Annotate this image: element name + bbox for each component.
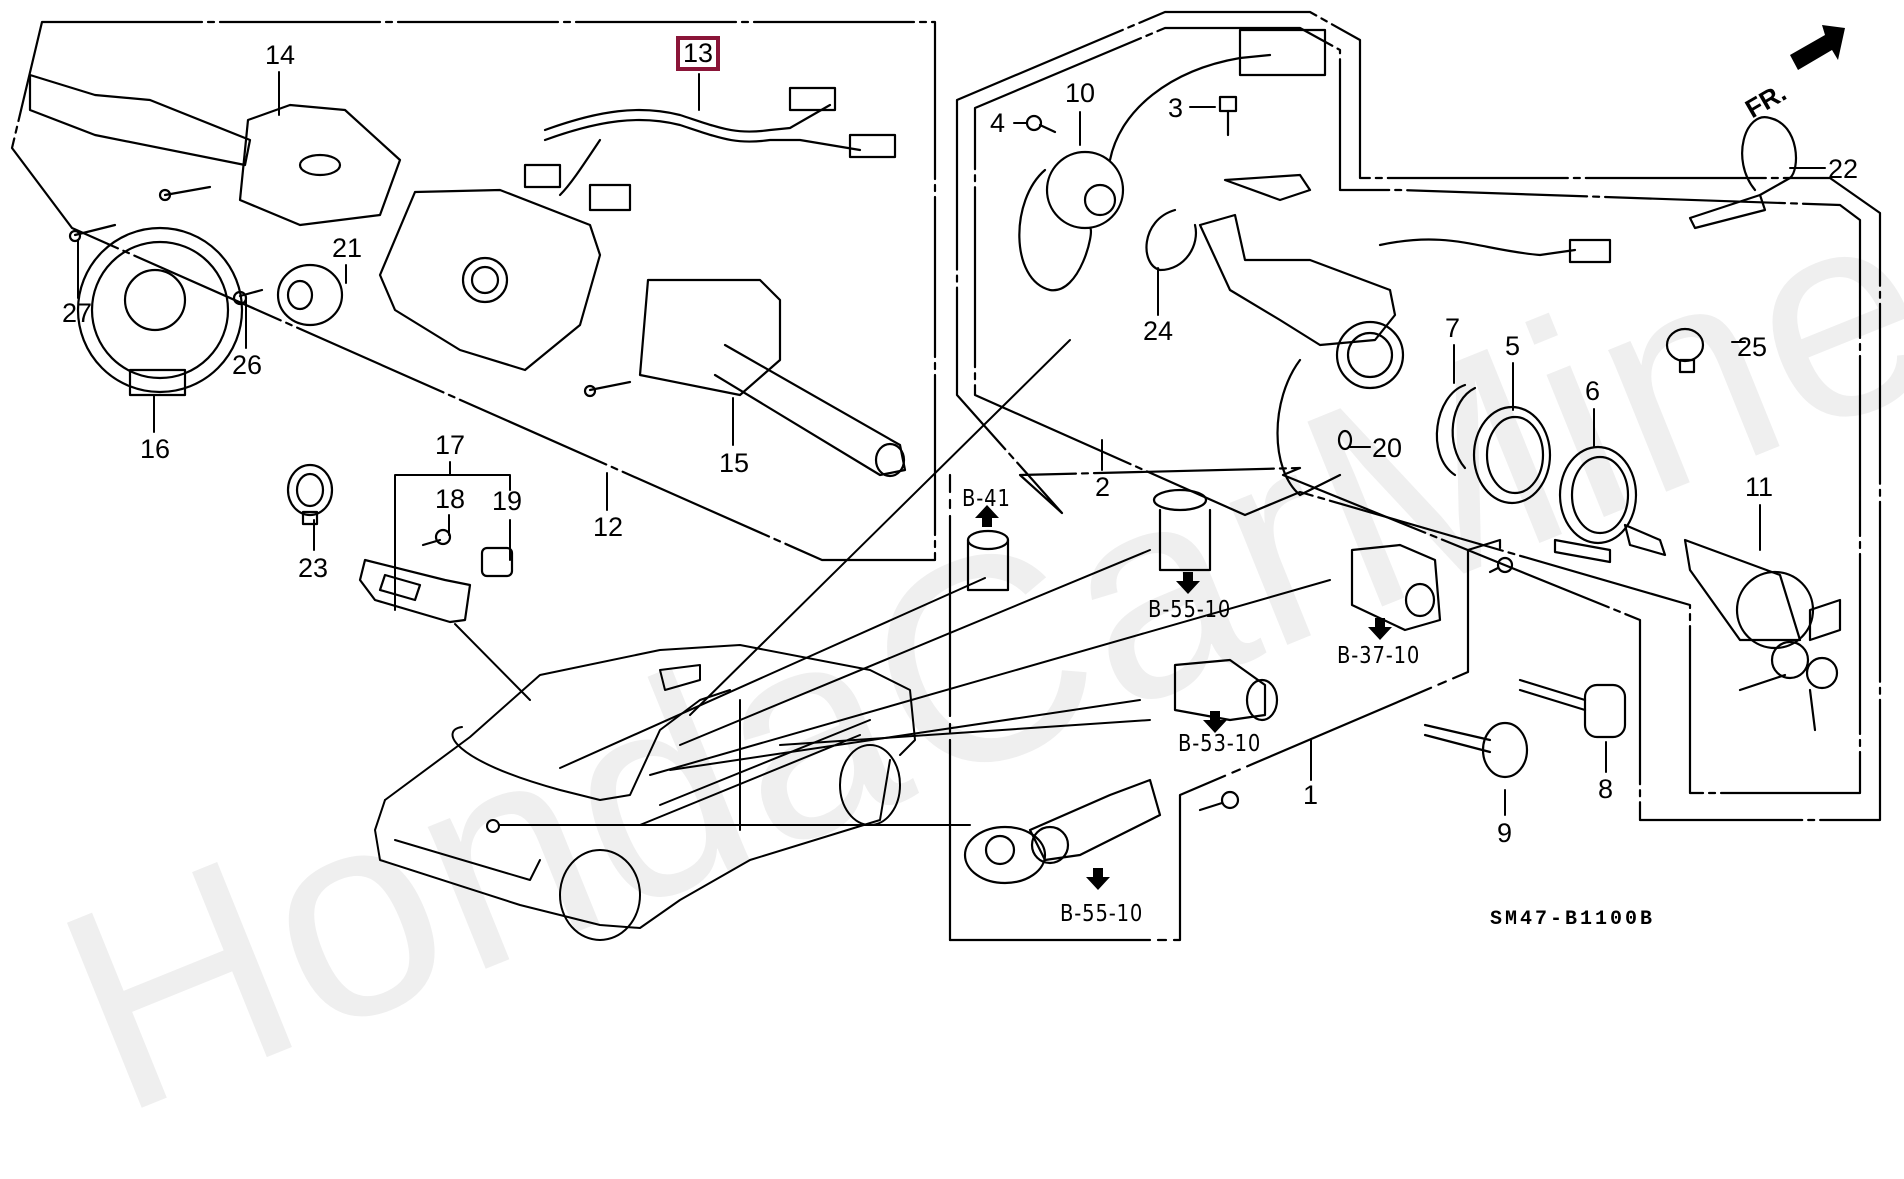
part-bolt-small (1488, 556, 1514, 574)
callout-27[interactable]: 27 (62, 298, 93, 328)
callout-25[interactable]: 25 (1737, 332, 1768, 362)
callout-22[interactable]: 22 (1828, 154, 1859, 184)
callout-12[interactable]: 12 (593, 512, 624, 542)
part-18-screw (421, 528, 452, 547)
part-3-bolt (1218, 95, 1238, 137)
callout-26[interactable]: 26 (232, 350, 263, 380)
diagram-drawing (10, 10, 1882, 942)
callout-21[interactable]: 21 (332, 233, 363, 263)
arrow-down-icon (1368, 618, 1392, 640)
frame-ignition-switch (955, 10, 1882, 822)
callout-6[interactable]: 6 (1585, 376, 1601, 406)
part-25-clamp (1665, 327, 1705, 374)
part-steering-lock (1198, 173, 1612, 497)
part-13-wire-harness (523, 86, 897, 212)
part-23-clip (286, 463, 334, 526)
part-14-lighting-switch (28, 73, 402, 227)
front-direction-arrow-icon (1790, 25, 1845, 70)
part-22-band (1688, 116, 1798, 230)
reference-b-55-10-lower[interactable]: B-55-10 (1060, 901, 1144, 927)
part-trunk-key-cylinder (963, 778, 1162, 885)
reference-b-37-10[interactable]: B-37-10 (1337, 643, 1421, 669)
callout-10[interactable]: 10 (1065, 78, 1096, 108)
callout-7[interactable]: 7 (1445, 313, 1461, 343)
callout-9[interactable]: 9 (1497, 818, 1513, 848)
arrow-down-icon (1176, 572, 1200, 594)
diagram-code: SM47-B1100B (1490, 908, 1656, 931)
arrow-down-icon (1203, 711, 1227, 733)
part-5-ring (1472, 405, 1552, 505)
part-9-key (1423, 721, 1529, 779)
part-10-ignition-switch (1018, 28, 1327, 292)
frame-key-cylinder (948, 473, 1502, 942)
part-4-screw (1025, 114, 1057, 134)
part-24-clamp (1145, 208, 1198, 272)
callout-24[interactable]: 24 (1143, 316, 1174, 346)
callout-16[interactable]: 16 (140, 434, 171, 464)
part-19-knob (480, 546, 514, 578)
part-21-cancel-sleeve (276, 263, 344, 327)
part-fuel-lid-lock (1152, 488, 1212, 572)
reference-b-41[interactable]: B-41 (962, 486, 1011, 512)
part-6-cover (1553, 445, 1638, 564)
part-7-ring (1435, 383, 1477, 477)
callout-17[interactable]: 17 (435, 430, 466, 460)
callout-13[interactable]: 13 (683, 38, 714, 68)
part-trunk-opener (1350, 543, 1442, 632)
frame-combination-switch (10, 20, 937, 562)
part-1-bolt (1198, 790, 1240, 812)
part-16-cable-reel (76, 226, 244, 397)
callout-1[interactable]: 1 (1303, 780, 1319, 810)
arrow-down-icon (1086, 868, 1110, 890)
part-8-key (1518, 678, 1627, 739)
part-15-wiper-switch (638, 278, 907, 478)
callout-11[interactable]: 11 (1745, 472, 1774, 502)
callout-18[interactable]: 18 (435, 484, 466, 514)
part-17-switch-assembly (358, 558, 472, 624)
car-outline (374, 644, 916, 941)
highlight-box-13[interactable]: 13 (676, 36, 721, 71)
callout-20[interactable]: 20 (1372, 433, 1403, 463)
part-column-cover (378, 188, 602, 372)
callout-14[interactable]: 14 (265, 40, 296, 70)
part-11-ignition-key-cylinder (1623, 523, 1842, 732)
parts-diagram: HondaCarMine.ru (10, 5, 1904, 1174)
callout-4[interactable]: 4 (990, 108, 1006, 138)
leader-lines (77, 71, 1826, 826)
callout-5[interactable]: 5 (1505, 331, 1521, 361)
callout-15[interactable]: 15 (719, 448, 750, 478)
arrow-up-icon (975, 505, 999, 527)
part-20-bulb (1337, 429, 1353, 451)
reference-b-55-10-upper[interactable]: B-55-10 (1148, 597, 1232, 623)
callout-2[interactable]: 2 (1095, 472, 1111, 502)
part-screws (68, 185, 632, 398)
part-door-key-cylinder (1173, 658, 1279, 722)
part-glove-box-lock (966, 529, 1010, 592)
reference-arrows (975, 505, 1392, 890)
reference-b-53-10[interactable]: B-53-10 (1178, 731, 1262, 757)
callout-8[interactable]: 8 (1598, 774, 1614, 804)
callout-19[interactable]: 19 (492, 486, 523, 516)
callout-23[interactable]: 23 (298, 553, 329, 583)
callout-3[interactable]: 3 (1168, 93, 1184, 123)
